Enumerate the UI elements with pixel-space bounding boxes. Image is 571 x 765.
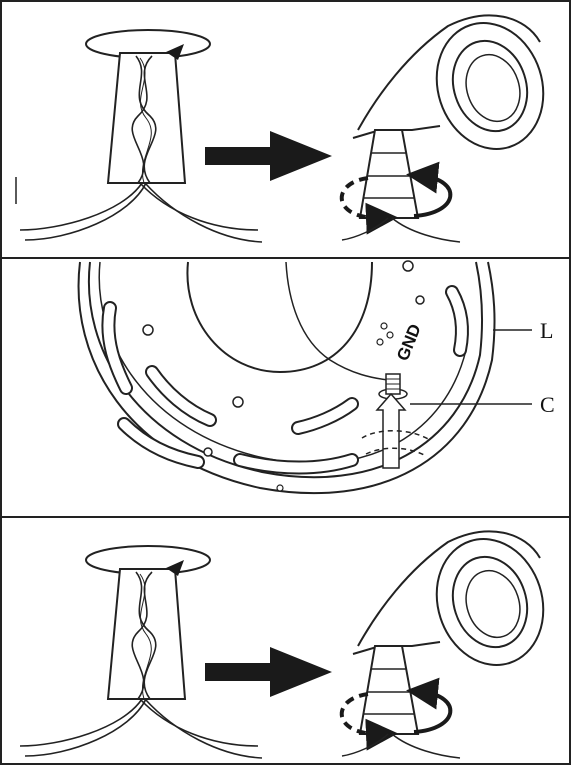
step-wire-nut-tape-bottom bbox=[20, 525, 559, 758]
callout-label-c: C bbox=[540, 392, 555, 417]
callout-label-l: L bbox=[540, 318, 553, 343]
mounting-plate-illustration bbox=[77, 260, 532, 495]
step-wire-nut-tape-top bbox=[20, 9, 559, 242]
gnd-mark: GND bbox=[393, 321, 425, 363]
